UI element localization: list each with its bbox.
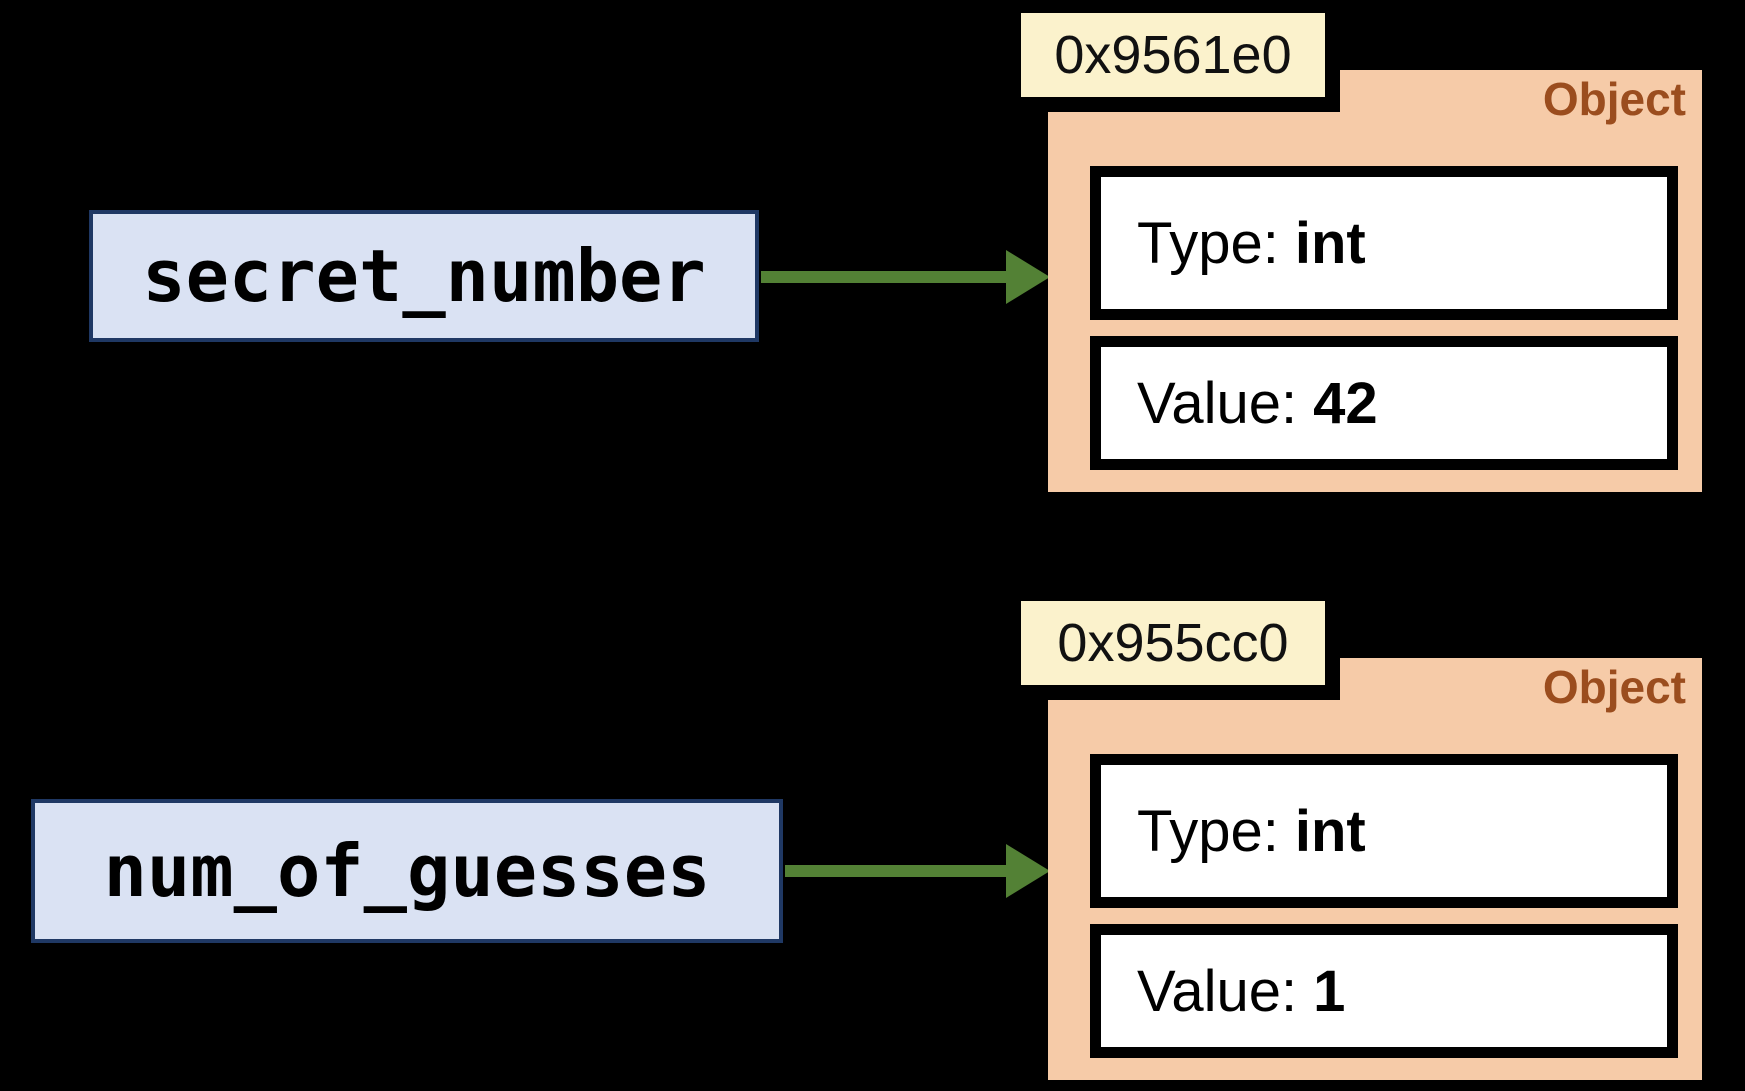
type-field: Type: int: [1090, 166, 1678, 320]
value-field: Value: 42: [1090, 336, 1678, 470]
type-value: int: [1294, 798, 1366, 864]
variable-name: num_of_guesses: [103, 829, 711, 913]
value-number: 1: [1313, 958, 1346, 1024]
arrow-head-icon: [1006, 844, 1050, 898]
object-type-label: Object: [1542, 73, 1686, 125]
variable-binding-row: secret_number Object Type: int Value: 42…: [0, 0, 1745, 500]
arrow-line: [785, 865, 1006, 877]
variable-binding-row: num_of_guesses Object Type: int Value: 1…: [0, 588, 1745, 1088]
arrow-head-icon: [1006, 250, 1050, 304]
reference-arrow: [761, 250, 1050, 304]
memory-address: 0x955cc0: [1057, 613, 1289, 673]
type-label: Type:: [1137, 210, 1279, 276]
memory-address: 0x9561e0: [1054, 25, 1292, 85]
type-value: int: [1294, 210, 1366, 276]
variable-name-box: secret_number: [89, 210, 759, 342]
memory-address-tag: 0x9561e0: [1016, 8, 1330, 102]
object-box: Object Type: int Value: 1: [1048, 658, 1702, 1080]
object-type-label: Object: [1542, 661, 1686, 713]
memory-address-tag: 0x955cc0: [1016, 596, 1330, 690]
object-box: Object Type: int Value: 42: [1048, 70, 1702, 492]
type-field: Type: int: [1090, 754, 1678, 908]
value-label: Value:: [1137, 370, 1298, 436]
variable-name: secret_number: [142, 234, 706, 318]
value-label: Value:: [1137, 958, 1298, 1024]
variable-name-box: num_of_guesses: [31, 799, 783, 943]
reference-arrow: [785, 844, 1050, 898]
value-number: 42: [1313, 370, 1378, 436]
value-field: Value: 1: [1090, 924, 1678, 1058]
arrow-line: [761, 271, 1006, 283]
type-label: Type:: [1137, 798, 1279, 864]
